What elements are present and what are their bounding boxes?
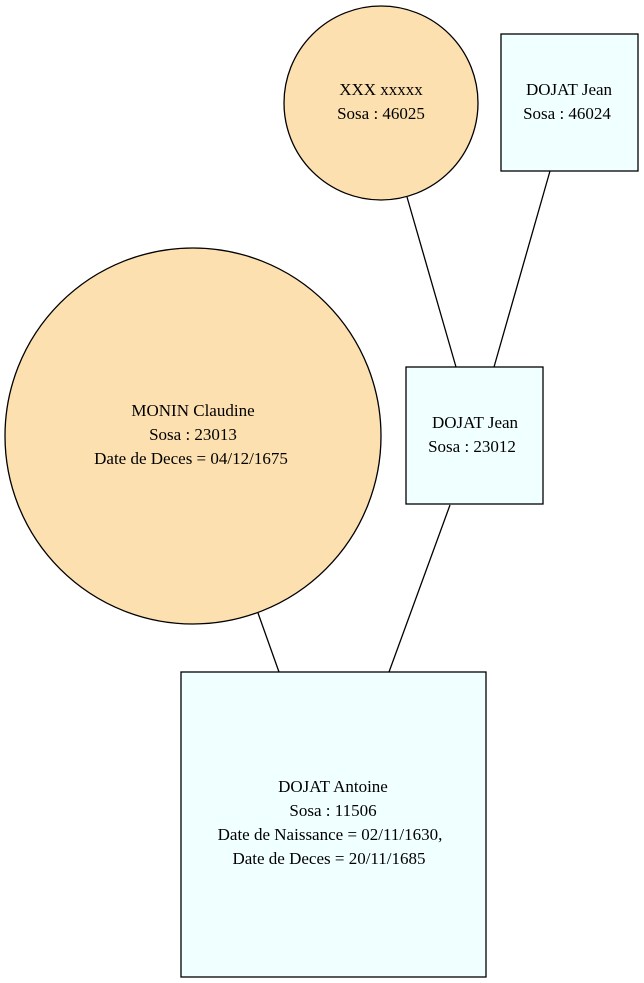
node-name-label: DOJAT Jean	[526, 80, 613, 99]
node-name-label: XXX xxxxx	[339, 80, 423, 99]
node-death-date-label: Date de Deces = 20/11/1685	[232, 849, 425, 868]
female-node-circle	[283, 5, 479, 201]
edge-dojat-jean-23012-to-dojat-antoine	[388, 504, 451, 673]
node-name-label: DOJAT Jean	[432, 413, 519, 432]
person-node-monin-claudine[interactable]: MONIN Claudine Sosa : 23013 Date de Dece…	[4, 247, 382, 625]
node-name-label: MONIN Claudine	[131, 401, 254, 420]
edge-dojat-jean-46024-to-dojat-jean-23012	[493, 170, 551, 368]
male-node-box	[500, 33, 639, 172]
edge-xxx-to-dojat-jean-23012	[406, 196, 457, 368]
female-node-circle	[4, 247, 382, 625]
node-name-label: DOJAT Antoine	[278, 777, 388, 796]
person-node-dojat-antoine[interactable]: DOJAT Antoine Sosa : 11506 Date de Naiss…	[180, 671, 487, 978]
node-sosa-label: Sosa : 11506	[289, 801, 376, 820]
person-node-xxx[interactable]: XXX xxxxx Sosa : 46025	[283, 5, 479, 201]
node-sosa-label: Sosa : 46024	[523, 104, 611, 123]
node-birth-date-label: Date de Naissance = 02/11/1630,	[218, 825, 443, 844]
edge-monin-claudine-to-dojat-antoine	[257, 612, 280, 673]
node-death-date-label: Date de Deces = 04/12/1675	[94, 449, 288, 468]
node-sosa-label: Sosa : 23013	[149, 425, 237, 444]
male-node-box	[405, 366, 544, 505]
male-node-box	[180, 671, 487, 978]
person-node-dojat-jean-46024[interactable]: DOJAT Jean Sosa : 46024	[500, 33, 639, 172]
node-sosa-label: Sosa : 23012	[428, 437, 516, 456]
node-sosa-label: Sosa : 46025	[337, 104, 425, 123]
person-node-dojat-jean-23012[interactable]: DOJAT Jean Sosa : 23012	[405, 366, 544, 505]
